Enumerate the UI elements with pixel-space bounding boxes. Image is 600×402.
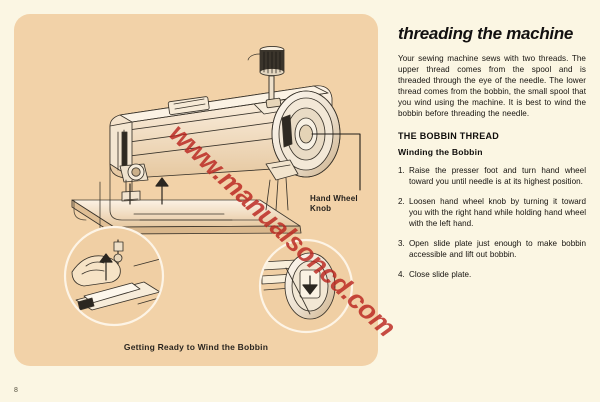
callout-line-2: Knob <box>310 204 332 213</box>
subsection-heading: Winding the Bobbin <box>398 146 483 157</box>
list-item: 2. Loosen hand wheel knob by turning it … <box>398 196 586 229</box>
hand-wheel-knob-callout: Hand Wheel Knob <box>310 194 358 214</box>
step-number: 1. <box>398 165 405 175</box>
step-text: Loosen hand wheel knob by turning it tow… <box>409 196 586 228</box>
figure-caption: Getting Ready to Wind the Bobbin <box>123 342 269 352</box>
step-text: Close slide plate. <box>409 270 472 280</box>
list-item: 1. Raise the presser foot and turn hand … <box>398 165 586 187</box>
list-item: 4. Close slide plate. <box>398 269 586 280</box>
intro-paragraph: Your sewing machine sews with two thread… <box>398 54 586 119</box>
page-title: threading the machine <box>398 24 574 43</box>
list-item: 3. Open slide plate just enough to make … <box>398 238 586 260</box>
step-number: 2. <box>398 196 405 206</box>
section-heading: THE BOBBIN THREAD <box>398 130 500 141</box>
step-text: Open slide plate just enough to make bob… <box>409 239 586 260</box>
step-text: Raise the presser foot and turn hand whe… <box>409 165 586 186</box>
sewing-machine-diagram <box>63 45 361 334</box>
step-number: 4. <box>398 270 405 280</box>
illustration-panel: Hand Wheel Knob Getting Ready to Wind th… <box>14 14 378 366</box>
instruction-steps: 1. Raise the presser foot and turn hand … <box>398 165 586 281</box>
page-number: 8 <box>14 387 18 394</box>
step-number: 3. <box>398 239 405 249</box>
callout-line-1: Hand Wheel <box>310 194 358 203</box>
article-column: threading the machine Your sewing machin… <box>398 24 586 289</box>
